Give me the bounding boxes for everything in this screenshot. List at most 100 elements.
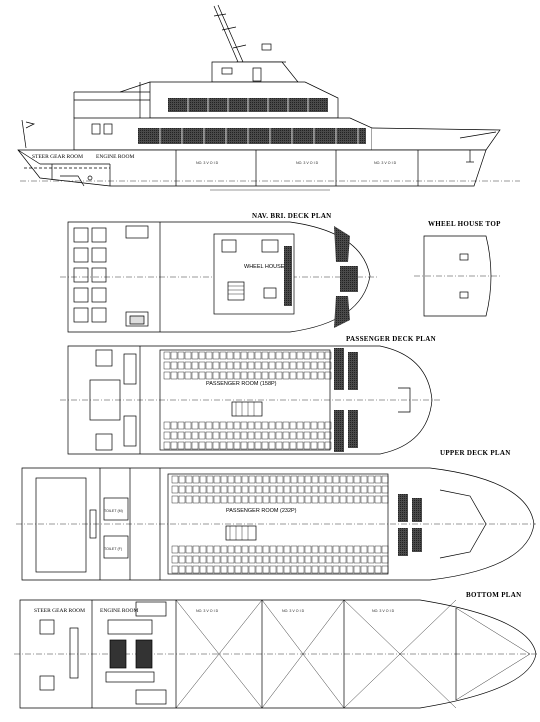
seat (219, 351, 227, 360)
seat (261, 371, 269, 380)
seat (282, 361, 290, 370)
seat (177, 371, 185, 380)
seat (170, 441, 178, 450)
seat (310, 371, 318, 380)
upper-deck-seats (171, 475, 389, 574)
seat (268, 421, 276, 430)
seat (282, 421, 290, 430)
seat (332, 495, 340, 504)
seat (360, 565, 368, 574)
seat (192, 495, 200, 504)
seat (367, 565, 375, 574)
seat (339, 545, 347, 554)
seat (220, 555, 228, 564)
seat (289, 441, 297, 450)
seat (283, 545, 291, 554)
seat (324, 421, 332, 430)
profile-labels: STEER GEAR ROOM ENGINE ROOM NO. 3 V O I … (32, 154, 397, 165)
seat (367, 475, 375, 484)
seat (374, 495, 382, 504)
seat (226, 361, 234, 370)
seat (185, 495, 193, 504)
seat (185, 545, 193, 554)
wheel-house-label: WHEEL HOUSE (244, 264, 285, 270)
seat (317, 431, 325, 440)
seat (227, 555, 235, 564)
seat (178, 475, 186, 484)
seat (177, 351, 185, 360)
seat (177, 421, 185, 430)
seat (374, 485, 382, 494)
title-nav-bri-deck: NAV. BRI. DECK PLAN (252, 212, 332, 220)
seat (276, 545, 284, 554)
seat (184, 371, 192, 380)
seat (360, 485, 368, 494)
seat (262, 475, 270, 484)
seat (240, 431, 248, 440)
seat (191, 431, 199, 440)
seat (205, 431, 213, 440)
seat (227, 565, 235, 574)
seat (226, 351, 234, 360)
seat (240, 361, 248, 370)
seat (303, 421, 311, 430)
seat (233, 371, 241, 380)
seat (220, 565, 228, 574)
seat (269, 475, 277, 484)
bottom-void-3: NO. 3 V O I D (372, 609, 395, 613)
seat (199, 545, 207, 554)
seat (163, 351, 171, 360)
seat (311, 495, 319, 504)
seat (241, 545, 249, 554)
seat (262, 555, 270, 564)
seat (304, 495, 312, 504)
seat (170, 421, 178, 430)
seat (191, 371, 199, 380)
seat (198, 371, 206, 380)
seat (185, 565, 193, 574)
seat (219, 361, 227, 370)
toilet-f-label: TOILET (F) (104, 547, 122, 551)
seat (184, 421, 192, 430)
seat (311, 565, 319, 574)
seat (199, 475, 207, 484)
seat (324, 431, 332, 440)
seat (234, 475, 242, 484)
bottom-void-2: NO. 3 V O I D (282, 609, 305, 613)
seat (318, 495, 326, 504)
seat (317, 361, 325, 370)
seat (206, 495, 214, 504)
seat (318, 545, 326, 554)
seat (177, 361, 185, 370)
seat (381, 495, 389, 504)
seat (185, 485, 193, 494)
seat (317, 441, 325, 450)
seat (254, 441, 262, 450)
seat (324, 371, 332, 380)
seat (290, 485, 298, 494)
wheel-house-profile (211, 61, 299, 83)
seat (192, 545, 200, 554)
seat (276, 475, 284, 484)
seat (332, 565, 340, 574)
seat (275, 371, 283, 380)
seat (353, 565, 361, 574)
seat (163, 441, 171, 450)
profile-void-1: NO. 3 V O I D (196, 161, 219, 165)
seat (262, 485, 270, 494)
seat (332, 545, 340, 554)
seat (240, 351, 248, 360)
nav-deck-windows (334, 226, 358, 328)
seat (289, 361, 297, 370)
seat (255, 475, 263, 484)
seat (240, 441, 248, 450)
seat (374, 545, 382, 554)
seat (213, 485, 221, 494)
seat (220, 475, 228, 484)
seat (339, 475, 347, 484)
seat (184, 361, 192, 370)
seat (171, 545, 179, 554)
seat (171, 555, 179, 564)
seat (241, 495, 249, 504)
seat (233, 431, 241, 440)
